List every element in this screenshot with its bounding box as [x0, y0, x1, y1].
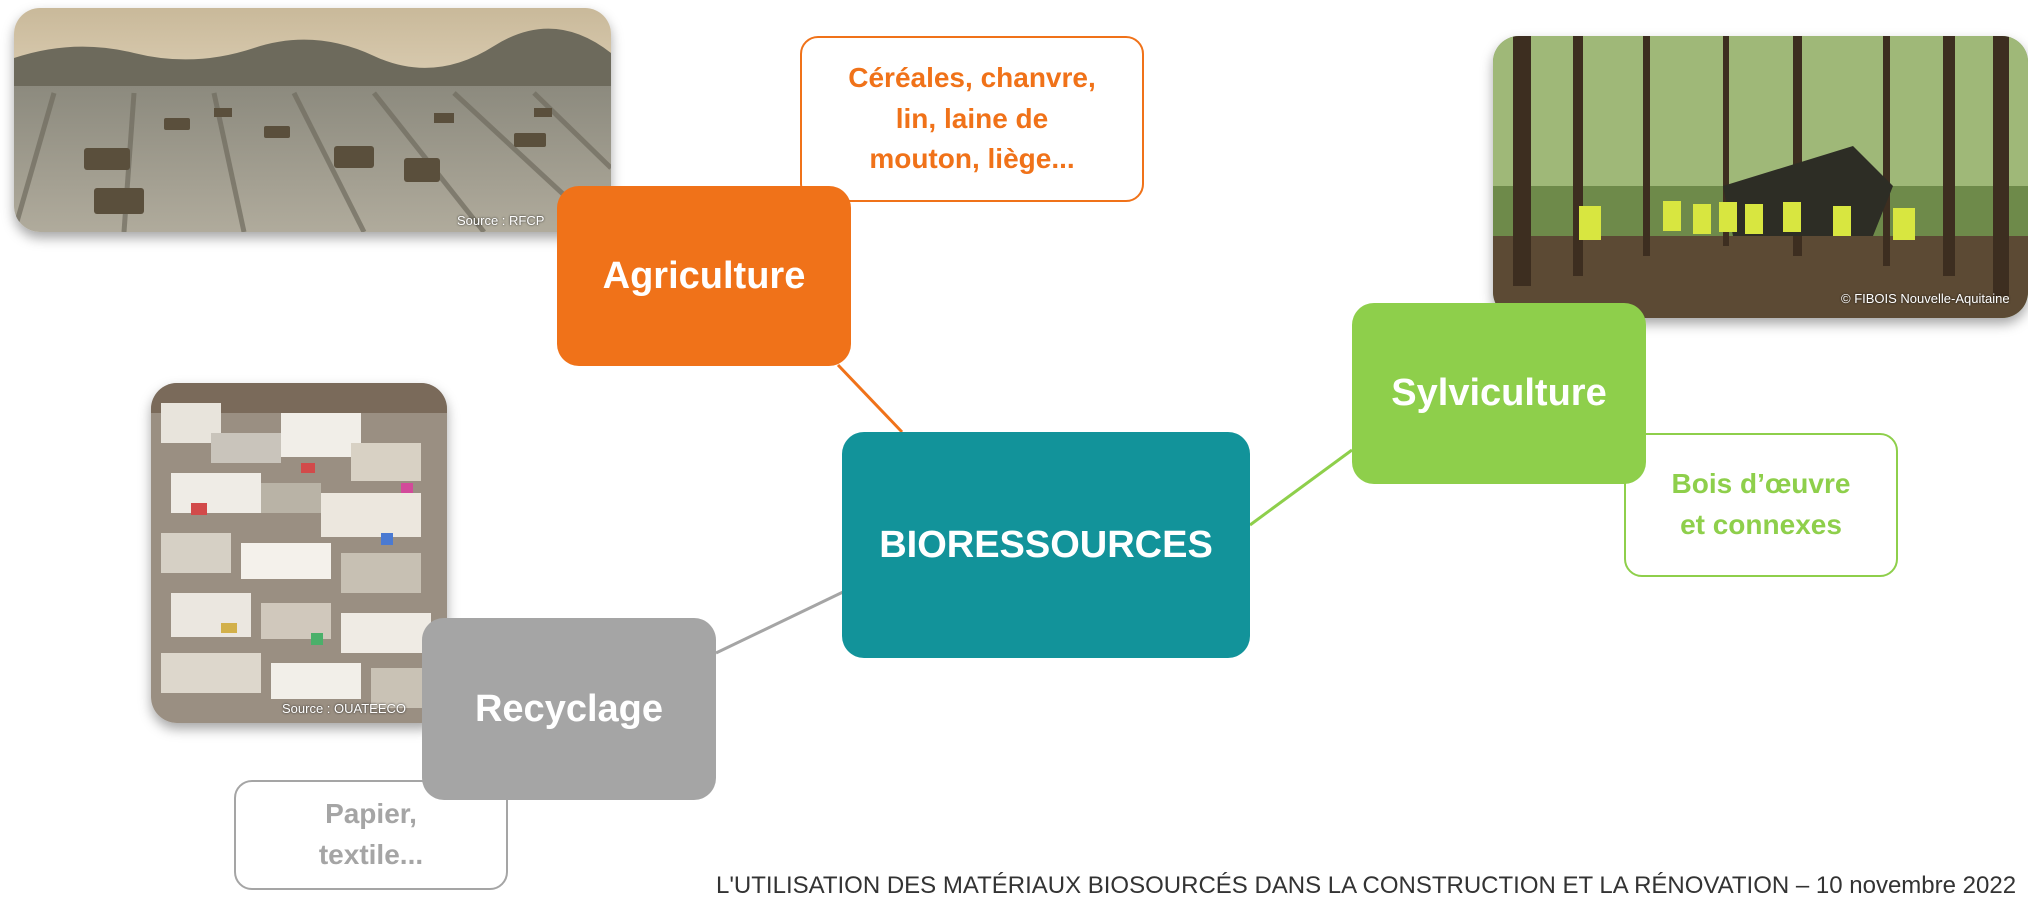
agriculture-photo-credit: Source : RFCP	[457, 213, 545, 228]
agriculture-node: Agriculture	[557, 186, 851, 366]
sylviculture-photo-credit: © FIBOIS Nouvelle-Aquitaine	[1841, 291, 2010, 306]
connector-recyclage	[715, 590, 844, 655]
sylviculture-detail: Bois d’œuvre et connexes	[1624, 433, 1898, 577]
recyclage-node: Recyclage	[422, 618, 716, 800]
recyclage-photo-credit: Source : OUATEECO	[282, 701, 407, 716]
sylviculture-node: Sylviculture	[1352, 303, 1646, 484]
recyclage-photo: Source : OUATEECO	[151, 383, 447, 723]
center-node: BIORESSOURCES	[842, 432, 1250, 658]
agriculture-photo: Source : RFCP	[14, 8, 611, 232]
agriculture-detail: Céréales, chanvre, lin, laine de mouton,…	[800, 36, 1144, 202]
connector-agriculture	[836, 363, 904, 434]
connector-sylviculture	[1249, 448, 1353, 527]
sylviculture-photo: © FIBOIS Nouvelle-Aquitaine	[1493, 36, 2028, 318]
footer-text: L'UTILISATION DES MATÉRIAUX BIOSOURCÉS D…	[716, 872, 2017, 899]
